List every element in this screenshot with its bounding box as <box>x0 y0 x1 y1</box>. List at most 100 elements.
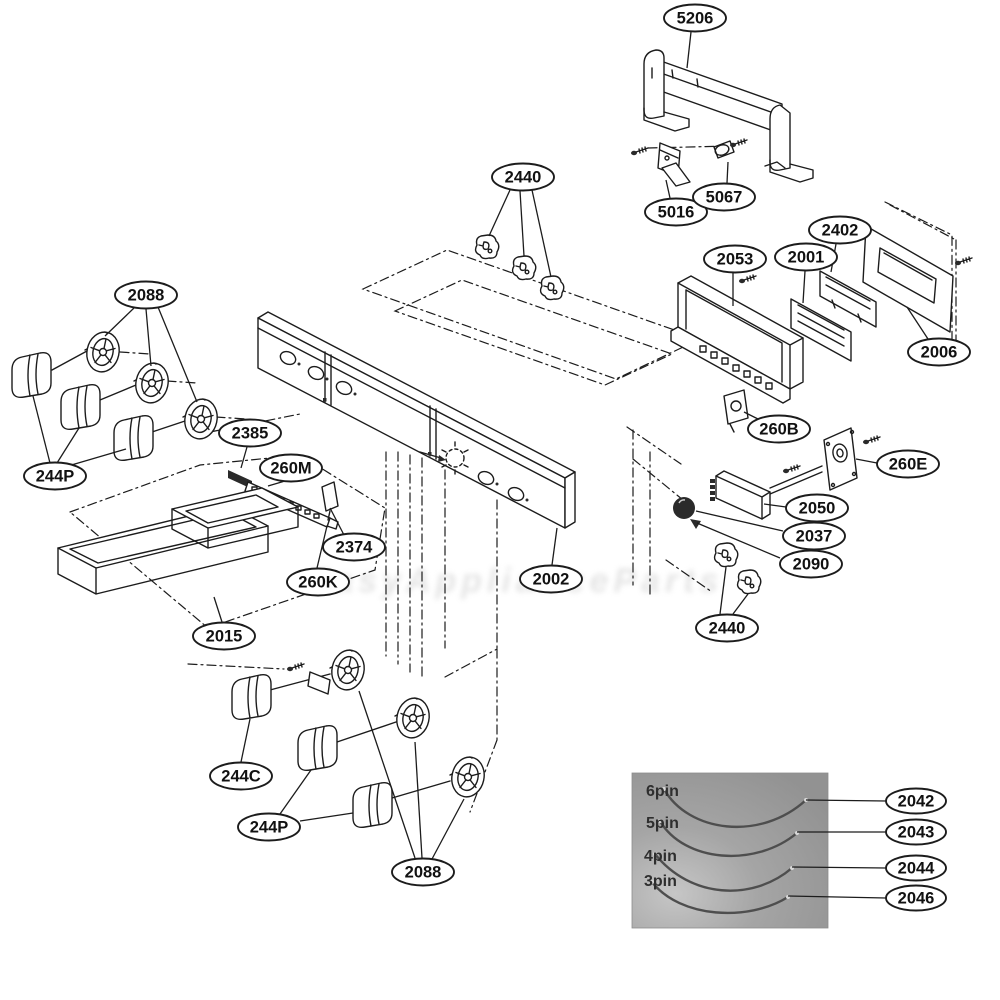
callout-label: 5016 <box>658 204 695 222</box>
callout-ellipse[interactable] <box>286 567 350 597</box>
part-callout-2050[interactable]: 2050 <box>763 493 849 523</box>
leader-line <box>414 741 423 859</box>
callout-label: 2088 <box>128 287 165 305</box>
callout-ellipse[interactable] <box>192 621 256 651</box>
leader-line <box>665 179 671 199</box>
callout-label: 2088 <box>405 864 442 882</box>
callout-ellipse[interactable] <box>785 493 849 523</box>
leader-line <box>696 522 781 559</box>
part-callout-260K[interactable]: 260K <box>286 525 350 597</box>
pin-label-3pin: 3pin <box>644 873 677 890</box>
leader-line <box>488 189 511 237</box>
harness-photo-inset: 6pin 5pin 4pin 3pin <box>631 772 829 929</box>
callout-ellipse[interactable] <box>907 337 971 367</box>
callout-ellipse[interactable] <box>779 549 843 579</box>
part-callout-244P[interactable]: 244P <box>23 395 127 491</box>
part-callout-260E[interactable]: 260E <box>855 449 940 479</box>
callout-ellipse[interactable] <box>114 280 178 310</box>
leader-line <box>805 799 887 802</box>
callout-ellipse[interactable] <box>391 857 455 887</box>
callout-label: 2037 <box>796 528 833 546</box>
harness-4pin-wire <box>653 852 794 892</box>
callout-ellipse[interactable] <box>692 182 756 212</box>
leader-line <box>686 31 692 69</box>
callout-label: 2402 <box>822 222 859 240</box>
callout-label: 244P <box>36 468 75 486</box>
callout-ellipse[interactable] <box>885 854 947 882</box>
part-callout-2088[interactable]: 2088 <box>358 690 465 887</box>
callout-ellipse[interactable] <box>885 884 947 912</box>
callout-label: 2374 <box>336 539 374 557</box>
callout-ellipse[interactable] <box>876 449 940 479</box>
part-callout-2037[interactable]: 2037 <box>695 510 846 551</box>
callout-ellipse[interactable] <box>747 414 811 444</box>
assembly-2015-drawing <box>57 454 386 629</box>
part-callout-260M[interactable]: 260M <box>259 453 323 487</box>
pin-label-4pin: 4pin <box>644 848 677 865</box>
callout-label: 260E <box>889 456 928 474</box>
callout-ellipse[interactable] <box>695 613 759 643</box>
leader-line <box>145 308 152 367</box>
part-callout-244C[interactable]: 244C <box>209 718 273 791</box>
callout-ellipse[interactable] <box>782 521 846 551</box>
part-callout-2044[interactable]: 2044 <box>791 854 947 882</box>
part-callout-2385[interactable]: 2385 <box>218 418 282 469</box>
callout-label: 2006 <box>921 344 958 362</box>
part-callout-2015[interactable]: 2015 <box>192 596 256 651</box>
plate-260E-drawing <box>823 427 881 491</box>
part-callout-5016[interactable]: 5016 <box>644 179 708 227</box>
callout-ellipse[interactable] <box>808 215 872 245</box>
callout-label: 2043 <box>898 824 935 842</box>
callout-ellipse[interactable] <box>663 3 727 33</box>
part-callout-2053[interactable]: 2053 <box>703 244 767 307</box>
pin-label-6pin: 6pin <box>646 783 679 800</box>
leader-line <box>32 395 51 464</box>
part-callout-2088[interactable]: 2088 <box>104 280 198 403</box>
callout-ellipse[interactable] <box>322 532 386 562</box>
panel-2002-drawing <box>257 311 576 529</box>
pin-label-5pin: 5pin <box>646 815 679 832</box>
part-callout-5067[interactable]: 5067 <box>692 161 756 212</box>
part-callout-5206[interactable]: 5206 <box>663 3 727 69</box>
leader-line <box>240 446 248 469</box>
callout-ellipse[interactable] <box>209 761 273 791</box>
callout-ellipse[interactable] <box>23 461 87 491</box>
callout-label: 2385 <box>232 425 269 443</box>
callout-ellipse[interactable] <box>703 244 767 274</box>
part-callout-260B[interactable]: 260B <box>743 411 811 444</box>
callout-label: 2090 <box>793 556 830 574</box>
callout-ellipse[interactable] <box>491 162 555 192</box>
harness-5pin-wire <box>658 819 799 858</box>
part-callout-2043[interactable]: 2043 <box>797 818 947 846</box>
callout-ellipse[interactable] <box>218 418 282 448</box>
part-callout-2046[interactable]: 2046 <box>787 884 947 912</box>
leader-line <box>906 306 929 340</box>
leader-line <box>279 769 312 815</box>
part-callout-2002[interactable]: 2002 <box>519 527 583 594</box>
callout-ellipse[interactable] <box>237 812 301 842</box>
part-callout-2006[interactable]: 2006 <box>906 306 971 367</box>
callout-ellipse[interactable] <box>885 787 947 815</box>
part-callout-2001[interactable]: 2001 <box>774 242 838 304</box>
leader-line <box>240 718 251 763</box>
leader-line <box>329 507 345 536</box>
callout-ellipse[interactable] <box>774 242 838 272</box>
callout-ellipse[interactable] <box>519 564 583 594</box>
part-callout-244P[interactable]: 244P <box>237 769 354 842</box>
callout-label: 5206 <box>677 10 714 28</box>
part-callout-2374[interactable]: 2374 <box>322 507 386 562</box>
part-callout-2042[interactable]: 2042 <box>805 787 947 815</box>
callout-label: 260M <box>270 460 311 478</box>
callout-ellipse[interactable] <box>885 818 947 846</box>
watermark-text: EasyApplianceParts <box>307 562 724 600</box>
leader-line <box>67 448 127 467</box>
part-callout-2440[interactable]: 2440 <box>488 162 555 278</box>
part-callout-2090[interactable]: 2090 <box>696 522 843 579</box>
part-callout-2440[interactable]: 2440 <box>695 566 759 643</box>
callout-ellipse[interactable] <box>644 197 708 227</box>
callout-ellipse[interactable] <box>259 453 323 483</box>
bracket-2001-drawing <box>790 298 852 362</box>
